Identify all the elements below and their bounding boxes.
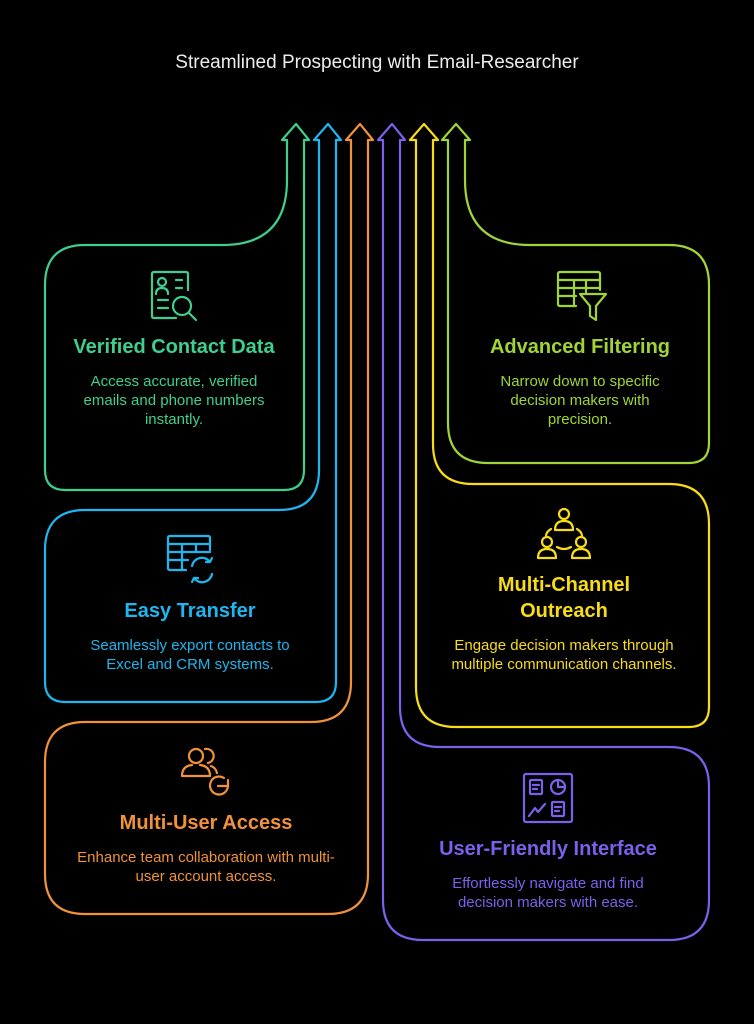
table-filter-icon [556,270,608,322]
arrow-multi-user-access [43,122,375,916]
card-heading: Multi-Channel Outreach [497,574,631,622]
arrow-advanced-filtering [440,122,711,465]
card-description: Seamlessly export contacts to Excel and … [90,637,290,673]
card-heading: Verified Contact Data [73,336,275,358]
card-description: Effortlessly navigate and find decision … [452,875,644,911]
card-verified-contact-data: Verified Contact Data Access accurate, v… [62,268,286,429]
card-advanced-filtering: Advanced Filtering Narrow down to specif… [468,268,692,429]
card-description: Access accurate, verified emails and pho… [83,373,265,428]
diagram-title: Streamlined Prospecting with Email-Resea… [175,52,579,73]
card-heading: User-Friendly Interface [439,838,657,860]
users-refresh-icon [180,747,230,796]
arrow-multi-channel-outreach [408,122,711,729]
card-multi-user-access: Multi-User Access Enhance team collabora… [62,744,350,886]
card-user-friendly-interface: User-Friendly Interface Effortlessly nav… [404,770,692,912]
card-easy-transfer: Easy Transfer Seamlessly export contacts… [62,532,318,674]
card-multi-channel-outreach: Multi-Channel Outreach Engage decision m… [436,506,692,674]
card-heading: Multi-User Access [119,812,293,834]
arrow-easy-transfer [43,122,343,704]
dashboard-icon [522,772,574,824]
card-heading: Easy Transfer [124,600,256,622]
contact-search-icon [150,270,198,322]
table-sync-icon [166,534,214,584]
group-network-icon [536,507,592,560]
card-description: Engage decision makers through multiple … [451,637,677,673]
card-description: Enhance team collaboration with multi-us… [77,849,335,885]
card-heading: Advanced Filtering [489,336,671,358]
arrow-user-friendly-interface [376,122,711,942]
card-description: Narrow down to specific decision makers … [500,373,660,428]
arrow-verified-contact-data [43,122,311,492]
